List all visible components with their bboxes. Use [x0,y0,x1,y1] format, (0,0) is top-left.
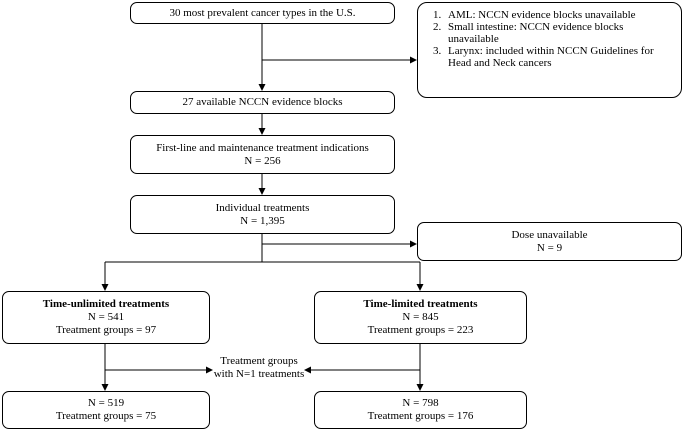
indications-text: First-line and maintenance treatment ind… [156,141,369,154]
time-unlimited-result-box: N = 519 Treatment groups = 75 [2,391,210,429]
exclusion-note-larynx: Larynx: included within NCCN Guidelines … [444,45,671,69]
top-box-cancer-types: 30 most prevalent cancer types in the U.… [130,2,395,24]
limited-result-count: N = 798 [402,397,439,409]
exclusion-note-aml: AML: NCCN evidence blocks unavailable [444,9,671,21]
n1-label-line2: with N=1 treatments [213,368,305,380]
individual-treatments-box: Individual treatments N = 1,395 [130,195,395,234]
time-limited-groups: Treatment groups = 223 [367,324,474,336]
dose-unavailable-box: Dose unavailable N = 9 [417,222,682,261]
time-unlimited-title: Time-unlimited treatments [42,298,170,310]
exclusion-notes-list: AML: NCCN evidence blocks unavailable Sm… [430,9,671,69]
indications-box: First-line and maintenance treatment ind… [130,135,395,174]
exclusion-notes-box: AML: NCCN evidence blocks unavailable Sm… [417,2,682,98]
n1-treatment-groups-label: Treatment groups with N=1 treatments [212,355,306,381]
evidence-blocks-text: 27 available NCCN evidence blocks [182,96,343,108]
time-unlimited-count: N = 541 [87,311,125,323]
dose-unavailable-count: N = 9 [536,241,563,254]
exclusion-note-small-intestine: Small intestine: NCCN evidence blocks un… [444,21,671,45]
time-unlimited-groups: Treatment groups = 97 [55,324,157,336]
unlimited-result-groups: Treatment groups = 75 [55,410,157,422]
evidence-blocks-box: 27 available NCCN evidence blocks [130,91,395,114]
limited-result-groups: Treatment groups = 176 [367,410,474,422]
unlimited-result-count: N = 519 [87,397,125,409]
time-unlimited-box: Time-unlimited treatments N = 541 Treatm… [2,291,210,344]
time-limited-box: Time-limited treatments N = 845 Treatmen… [314,291,527,344]
individual-treatments-text: Individual treatments [215,201,310,214]
time-limited-result-box: N = 798 Treatment groups = 176 [314,391,527,429]
indications-count: N = 256 [244,154,281,167]
time-limited-count: N = 845 [402,311,439,323]
n1-label-line1: Treatment groups [220,355,298,367]
top-box-text: 30 most prevalent cancer types in the U.… [169,6,356,19]
dose-unavailable-text: Dose unavailable [511,228,588,241]
time-limited-title: Time-limited treatments [363,298,478,310]
individual-treatments-count: N = 1,395 [240,214,285,227]
